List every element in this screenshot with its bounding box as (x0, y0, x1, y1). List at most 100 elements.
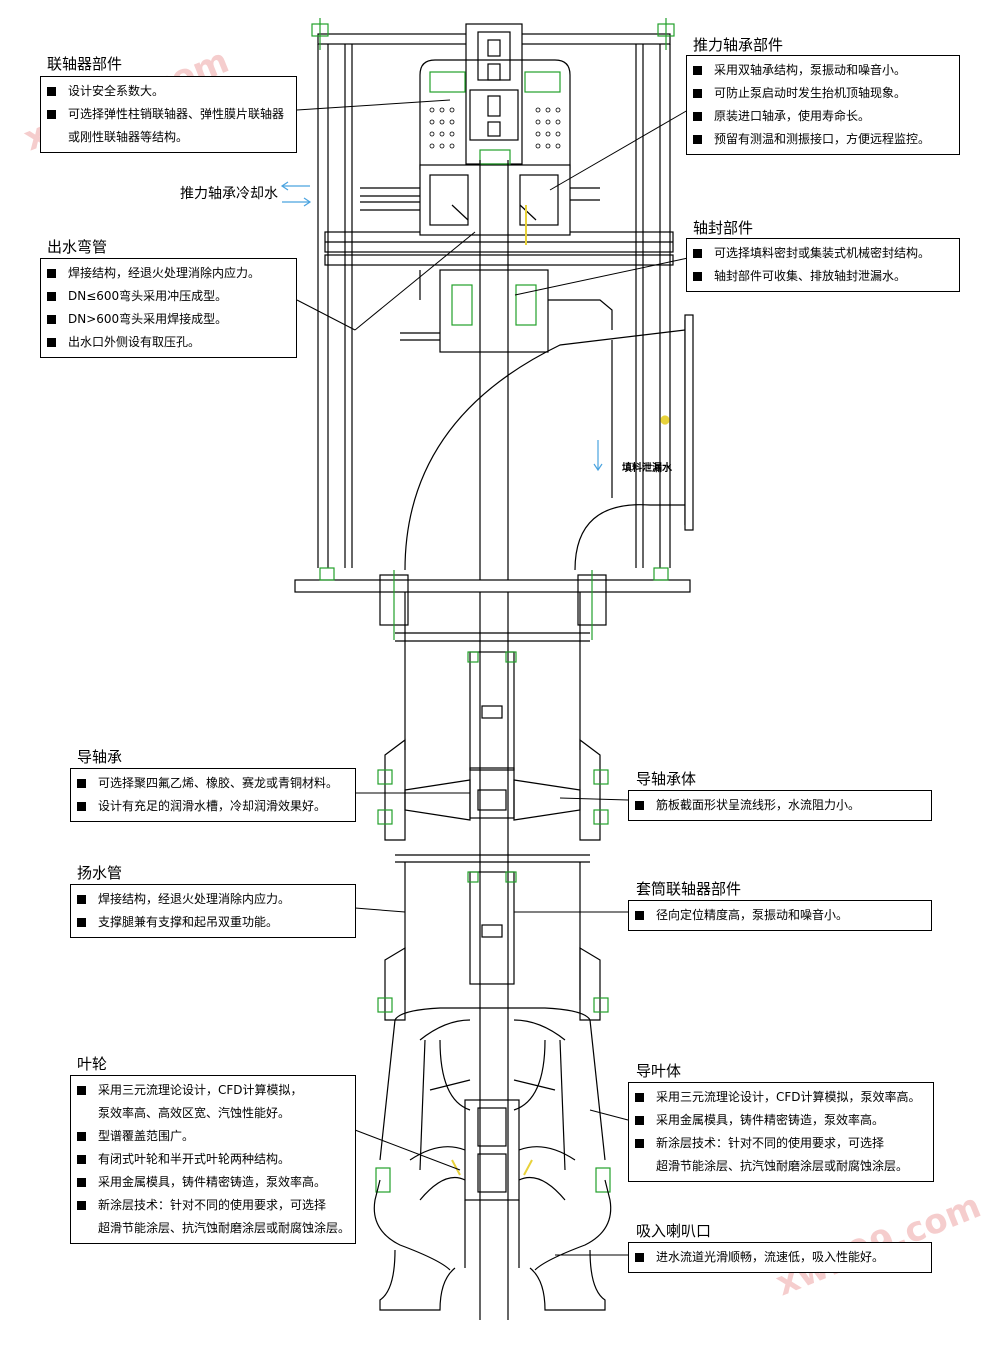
impeller-line: 采用金属模具，铸件精密铸造，泵效率高。 (77, 1171, 349, 1194)
lift-pipe-title: 扬水管 (77, 864, 123, 882)
thrust-bearing-line: 可防止泵启动时发生抬机顶轴现象。 (693, 82, 953, 105)
outlet-elbow (404, 270, 694, 571)
guide-bearing-body (377, 738, 609, 863)
guide-vane-line: 新涂层技术：针对不同的使用要求，可选择 (635, 1132, 927, 1155)
bullet-square-icon (47, 87, 56, 96)
sleeve-coupling-lower (467, 871, 517, 985)
bullet-square-icon (693, 112, 702, 121)
shaft-seal-callout: 可选择填料密封或集装式机械密封结构。 轴封部件可收集、排放轴封泄漏水。 (686, 238, 960, 292)
bullet-square-icon (693, 135, 702, 144)
bullet-square-icon (77, 802, 86, 811)
guide-vane-line: 超滑节能涂层、抗汽蚀耐磨涂层或耐腐蚀涂层。 (656, 1159, 909, 1173)
sleeve-coupling-upper (467, 651, 517, 771)
bullet-square-icon (635, 1093, 644, 1102)
impeller-callout: 采用三元流理论设计，CFD计算模拟， 泵效率高、高效区宽、汽蚀性能好。 型谱覆盖… (70, 1075, 356, 1244)
impeller-title: 叶轮 (77, 1055, 108, 1073)
bullet-square-icon (635, 911, 644, 920)
impeller-line: 有闭式叶轮和半开式叶轮两种结构。 (77, 1148, 349, 1171)
bullet-square-icon (635, 1139, 644, 1148)
bullet-square-icon (77, 1201, 86, 1210)
thrust-bearing-callout: 采用双轴承结构，泵振动和噪音小。 可防止泵启动时发生抬机顶轴现象。 原装进口轴承… (686, 55, 960, 155)
bullet-square-icon (635, 1116, 644, 1125)
guide-bearing-body-title: 导轴承体 (636, 770, 697, 788)
lift-pipe-callout: 焊接结构，经退火处理消除内应力。 支撑腿兼有支撑和起吊双重功能。 (70, 884, 356, 938)
outlet-elbow-callout: 焊接结构，经退火处理消除内应力。 DN≤600弯头采用冲压成型。 DN>600弯… (40, 258, 297, 358)
outlet-elbow-line: DN>600弯头采用焊接成型。 (47, 308, 290, 331)
packing-leak-label: 填料泄漏水 (622, 463, 672, 474)
guide-vane-title: 导叶体 (636, 1062, 682, 1080)
bullet-square-icon (77, 1086, 86, 1095)
shaft-seal-line: 可选择填料密封或集装式机械密封结构。 (693, 242, 953, 265)
bullet-square-icon (693, 249, 702, 258)
thrust-bearing-title: 推力轴承部件 (693, 36, 784, 54)
bullet-square-icon (635, 801, 644, 810)
base-flange (294, 567, 691, 640)
thrust-bearing-line: 采用双轴承结构，泵振动和噪音小。 (693, 59, 953, 82)
bullet-square-icon (77, 1155, 86, 1164)
bullet-square-icon (77, 779, 86, 788)
main-shaft (479, 160, 509, 1320)
outlet-elbow-line: DN≤600弯头采用冲压成型。 (47, 285, 290, 308)
lift-pipe-line: 支撑腿兼有支撑和起吊双重功能。 (77, 911, 349, 934)
outlet-elbow-title: 出水弯管 (47, 238, 108, 256)
suction-bell-callout: 进水流道光滑顺畅，流速低，吸入性能好。 (628, 1242, 932, 1273)
bullet-square-icon (693, 66, 702, 75)
guide-bearing-line: 可选择聚四氟乙烯、橡胶、赛龙或青铜材料。 (77, 772, 349, 795)
coupling-line: 或刚性联轴器等结构。 (68, 130, 189, 144)
guide-vane-line: 采用三元流理论设计，CFD计算模拟，泵效率高。 (635, 1086, 927, 1109)
impeller (375, 1099, 611, 1201)
bullet-square-icon (77, 918, 86, 927)
bullet-square-icon (77, 895, 86, 904)
shaft-seal (400, 269, 613, 353)
guide-vane-callout: 采用三元流理论设计，CFD计算模拟，泵效率高。 采用金属模具，铸件精密铸造，泵效… (628, 1082, 934, 1182)
bullet-square-icon (47, 338, 56, 347)
bullet-square-icon (47, 315, 56, 324)
shaft-seal-line: 轴封部件可收集、排放轴封泄漏水。 (693, 265, 953, 288)
cooling-water-label: 推力轴承冷却水 (180, 186, 278, 202)
guide-bearing-body-callout: 筋板截面形状呈流线形，水流阻力小。 (628, 790, 932, 821)
guide-vane-line: 采用金属模具，铸件精密铸造，泵效率高。 (635, 1109, 927, 1132)
coupling-housing (419, 59, 571, 170)
bullet-square-icon (77, 1178, 86, 1187)
coupling-title: 联轴器部件 (47, 55, 123, 73)
cooling-water-arrows (280, 181, 312, 207)
bullet-square-icon (47, 269, 56, 278)
sleeve-coupling-callout: 径向定位精度高，泵振动和噪音小。 (628, 900, 932, 931)
bullet-square-icon (47, 292, 56, 301)
thrust-bearing-line: 预留有测温和测振接口，方便远程监控。 (693, 128, 953, 151)
sleeve-coupling-title: 套筒联轴器部件 (636, 880, 742, 898)
column-pipe-upper (395, 592, 590, 750)
coupling-line: 可选择弹性柱销联轴器、弹性膜片联轴器 (47, 103, 290, 126)
guide-bearing-callout: 可选择聚四氟乙烯、橡胶、赛龙或青铜材料。 设计有充足的润滑水槽，冷却润滑效果好。 (70, 768, 356, 822)
guide-bearing-title: 导轴承 (77, 748, 123, 766)
guide-bearing-line: 设计有充足的润滑水槽，冷却润滑效果好。 (77, 795, 349, 818)
thrust-bearing-line: 原装进口轴承，使用寿命长。 (693, 105, 953, 128)
outlet-elbow-line: 出水口外侧设有取压孔。 (47, 331, 290, 354)
sleeve-coupling-line: 径向定位精度高，泵振动和噪音小。 (635, 904, 925, 927)
bullet-square-icon (77, 1132, 86, 1141)
guide-vane-body (379, 1007, 606, 1171)
shaft-seal-title: 轴封部件 (693, 219, 754, 237)
thrust-bearing-block (360, 149, 600, 245)
impeller-line: 采用三元流理论设计，CFD计算模拟， (77, 1079, 349, 1102)
bullet-square-icon (47, 110, 56, 119)
impeller-line: 超滑节能涂层、抗汽蚀耐磨涂层或耐腐蚀涂层。 (98, 1221, 351, 1235)
suction-bell-line: 进水流道光滑顺畅，流速低，吸入性能好。 (635, 1246, 925, 1269)
impeller-line: 型谱覆盖范围广。 (77, 1125, 349, 1148)
upper-shaft (465, 23, 523, 165)
guide-bearing-body-line: 筋板截面形状呈流线形，水流阻力小。 (635, 794, 925, 817)
coupling-callout: 设计安全系数大。 可选择弹性柱销联轴器、弹性膜片联轴器 或刚性联轴器等结构。 (40, 76, 297, 153)
impeller-line: 泵效率高、高效区宽、汽蚀性能好。 (98, 1106, 291, 1120)
leader-lines (296, 99, 689, 1256)
bullet-square-icon (693, 89, 702, 98)
impeller-line: 新涂层技术：针对不同的使用要求，可选择 (77, 1194, 349, 1217)
suction-bell (373, 1179, 612, 1311)
bullet-square-icon (693, 272, 702, 281)
coupling-line: 设计安全系数大。 (47, 80, 290, 103)
suction-bell-title: 吸入喇叭口 (636, 1222, 712, 1240)
column-pipe-lower (377, 862, 609, 1021)
outlet-elbow-line: 焊接结构，经退火处理消除内应力。 (47, 262, 290, 285)
bullet-square-icon (635, 1253, 644, 1262)
lift-pipe-line: 焊接结构，经退火处理消除内应力。 (77, 888, 349, 911)
